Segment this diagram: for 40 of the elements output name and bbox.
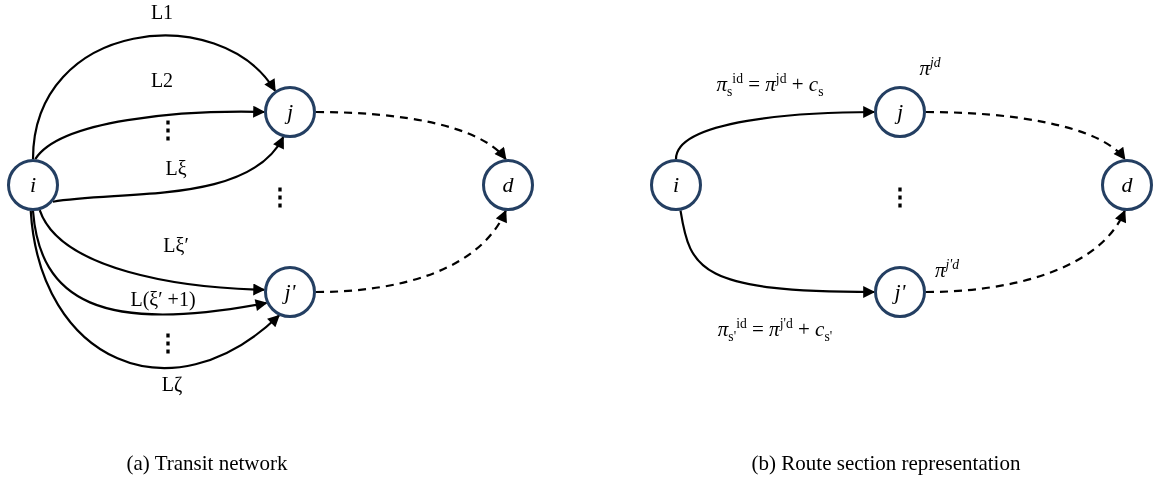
dashed-arrow (316, 110, 507, 160)
arrow (29, 210, 280, 369)
node-circle (874, 266, 926, 318)
node-circle (482, 159, 534, 211)
node-annotation: π$^{jd}$ (919, 55, 941, 81)
ellipsis-mark: ⋮ (156, 329, 180, 357)
node-annotation: π$^{j'd}$ (934, 257, 960, 283)
panel-caption: (a) Transit network (126, 452, 288, 476)
edge-label: Lξ (163, 157, 189, 179)
arrow (52, 136, 285, 203)
arrow (34, 105, 266, 160)
edge-label: Lζ (159, 373, 185, 395)
arrow (38, 209, 266, 296)
ellipsis-mark: ⋮ (156, 116, 180, 144)
node-label: j (286, 101, 294, 123)
node-circle (1101, 159, 1153, 211)
node-circle (650, 159, 702, 211)
node-circle (264, 266, 316, 318)
node-label: i (672, 174, 680, 196)
node-label: j' (894, 281, 906, 303)
node-label: j' (284, 281, 296, 303)
ellipsis-mark: ⋮ (268, 183, 292, 211)
panel-caption: (b) Route section representation (751, 452, 1021, 476)
node-circle (264, 86, 316, 138)
node-label: j (896, 101, 904, 123)
arrow (31, 34, 276, 160)
arrow (674, 106, 876, 160)
edge-label: Lξ′ (161, 234, 191, 256)
arrow (679, 210, 876, 298)
dashed-arrow (925, 209, 1126, 294)
edge-label: L(ξ′ +1) (128, 288, 198, 310)
dashed-arrow (315, 209, 507, 294)
ellipsis-mark: ⋮ (888, 183, 912, 211)
dashed-arrow (926, 110, 1126, 160)
node-label: i (29, 174, 37, 196)
arrow (31, 210, 268, 316)
node-label: d (1121, 174, 1133, 196)
node-circle (7, 159, 59, 211)
node-label: d (502, 174, 514, 196)
node-circle (874, 86, 926, 138)
